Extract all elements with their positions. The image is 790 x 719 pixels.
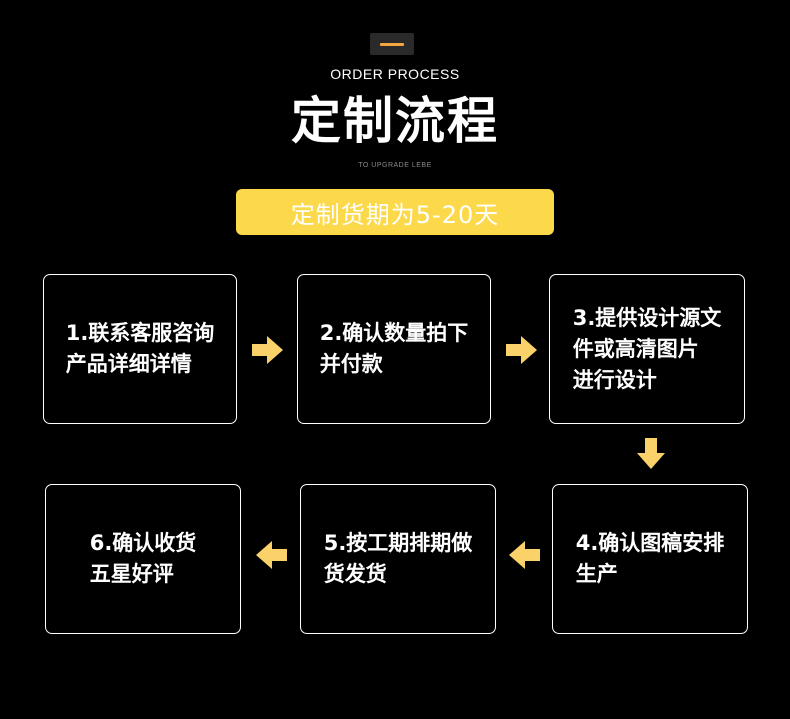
arrow-right-icon (252, 335, 284, 365)
step-box-1: 1.联系客服咨询 产品详细详情 (43, 274, 237, 424)
duration-label: 定制货期为5-20天 (290, 200, 500, 229)
duration-badge: 定制货期为5-20天 (236, 189, 554, 235)
arrow-down-icon (636, 438, 666, 470)
step-5-label: 5.按工期排期做 货发货 (323, 531, 473, 586)
step-1-label: 1.联系客服咨询 产品详细详情 (65, 321, 215, 376)
step-4-label: 4.确认图稿安排 生产 (575, 531, 725, 586)
arrow-left-icon (255, 540, 287, 570)
step-box-6: 6.确认收货 五星好评 (45, 484, 241, 634)
step-box-5: 5.按工期排期做 货发货 (300, 484, 496, 634)
subtitle-en: ORDER PROCESS (330, 66, 460, 82)
step-2-label: 2.确认数量拍下 并付款 (319, 321, 469, 376)
step-box-4: 4.确认图稿安排 生产 (552, 484, 748, 634)
arrow-right-icon (506, 335, 538, 365)
arrow-left-icon (508, 540, 540, 570)
step-3-label: 3.提供设计源文 件或高清图片 进行设计 (572, 305, 722, 392)
step-6-label: 6.确认收货 五星好评 (89, 531, 197, 586)
dash-icon (380, 43, 404, 46)
step-box-3: 3.提供设计源文 件或高清图片 进行设计 (549, 274, 745, 424)
page-title: 定制流程 (291, 92, 499, 150)
tiny-caption: TO UPGRADE LEBE (358, 162, 432, 169)
step-box-2: 2.确认数量拍下 并付款 (297, 274, 491, 424)
header-badge (370, 33, 414, 55)
